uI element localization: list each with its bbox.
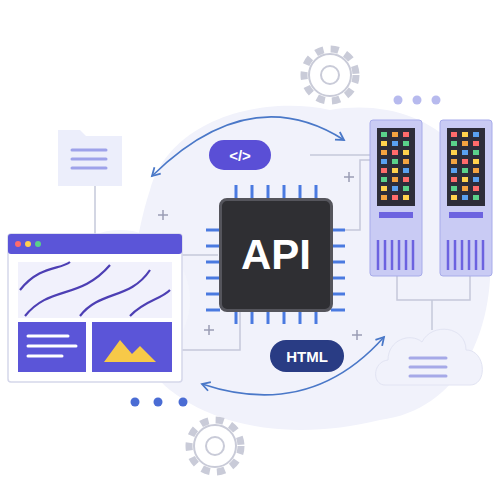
gear-icon [304, 49, 356, 101]
code-badge: </> [209, 140, 271, 170]
node-label: HTML [286, 348, 328, 365]
folder-icon [58, 130, 122, 186]
dot-row [394, 96, 441, 105]
node-label: </> [229, 147, 251, 164]
background-blob [134, 106, 491, 430]
dot-row [131, 398, 188, 407]
plus-sign [158, 172, 362, 340]
server-rack [370, 120, 492, 276]
flow-arrow [152, 117, 344, 176]
chip-pins [206, 185, 345, 324]
api-chip: API [219, 198, 333, 312]
flow-arrow [202, 337, 384, 395]
html-badge: HTML [270, 340, 344, 372]
cloud-icon [376, 329, 483, 385]
browser-window [8, 234, 182, 382]
gear-icon [189, 420, 241, 472]
node-label: API [241, 231, 311, 279]
